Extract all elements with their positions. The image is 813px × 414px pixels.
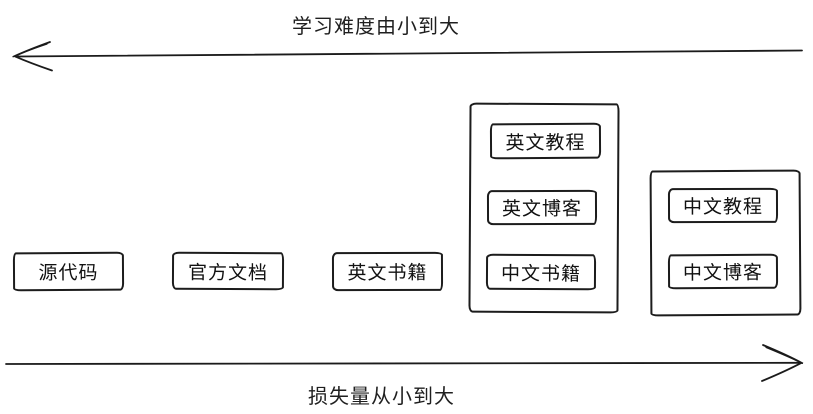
arrow-left-icon xyxy=(12,41,803,72)
node-chinese-blogs: 中文博客 xyxy=(667,253,779,290)
node-english-blogs-label: 英文博客 xyxy=(501,198,583,221)
node-chinese-books: 中文书籍 xyxy=(485,253,597,291)
loss-amount-label: 损失量从小到大 xyxy=(308,386,455,408)
node-english-tutorials: 英文教程 xyxy=(489,122,602,160)
node-source-code-label: 源代码 xyxy=(38,262,99,285)
node-english-tutorials-label: 英文教程 xyxy=(505,132,586,154)
node-official-docs-label: 官方文档 xyxy=(187,262,269,284)
node-english-blogs: 英文博客 xyxy=(486,189,598,226)
node-english-books-label: 英文书籍 xyxy=(347,262,428,285)
node-chinese-tutorials-label: 中文教程 xyxy=(682,196,764,219)
node-english-books: 英文书籍 xyxy=(331,251,444,292)
node-source-code: 源代码 xyxy=(12,251,125,292)
node-chinese-books-label: 中文书籍 xyxy=(500,263,582,285)
arrow-right-icon xyxy=(5,344,804,382)
node-chinese-blogs-label: 中文博客 xyxy=(682,262,764,285)
node-chinese-tutorials: 中文教程 xyxy=(667,187,779,224)
learning-difficulty-label: 学习难度由小到大 xyxy=(292,16,460,38)
node-official-docs: 官方文档 xyxy=(171,251,285,291)
